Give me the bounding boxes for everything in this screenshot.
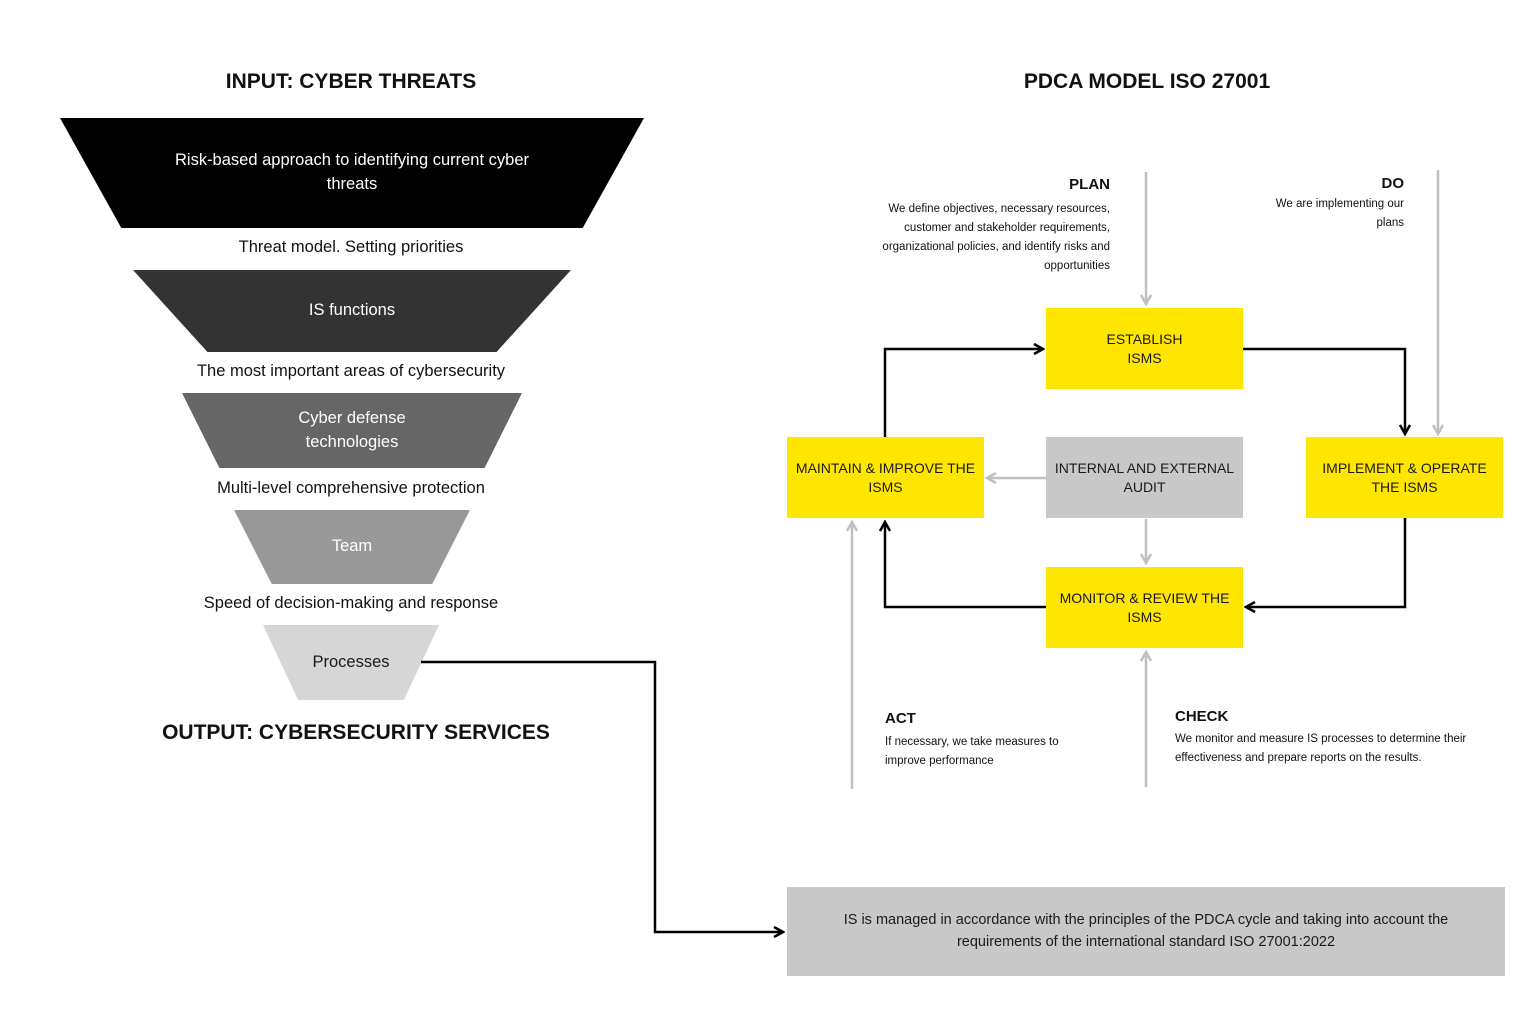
monitor-review-box: MONITOR & REVIEW THE ISMS	[1046, 567, 1243, 648]
plan-title: PLAN	[1069, 176, 1110, 193]
implement-to-monitor-arrow	[1246, 518, 1407, 607]
maintain-to-establish-arrow	[883, 349, 1043, 437]
funnel-between-text: Speed of decision-making and response	[203, 594, 499, 612]
internal-external-audit-box: INTERNAL AND EXTERNAL AUDIT	[1046, 437, 1243, 518]
funnel-between-text: Multi-level comprehensive protection	[217, 479, 485, 497]
audit-label: INTERNAL AND EXTERNAL AUDIT	[1054, 459, 1235, 495]
funnel-level-label: Risk-based approach to identifying curre…	[174, 151, 530, 193]
funnel-level-label: Team	[331, 537, 373, 556]
check-description: We monitor and measure IS processes to d…	[1175, 733, 1467, 764]
establish-isms-label: ESTABLISH ISMS	[1106, 330, 1183, 366]
implement-operate-box: IMPLEMENT & OPERATE THE ISMS	[1306, 437, 1503, 518]
funnel-between-text: Threat model. Setting priorities	[238, 238, 464, 256]
funnel-input-title: INPUT: CYBER THREATS	[225, 70, 477, 93]
plan-description: We define objectives, necessary resource…	[882, 203, 1110, 272]
funnel-between-text: The most important areas of cybersecurit…	[196, 362, 506, 380]
do-title: DO	[1381, 175, 1405, 192]
funnel-level-is-functions: IS functions	[133, 270, 571, 352]
establish-isms-box: ESTABLISH ISMS	[1046, 308, 1243, 389]
pdca-title: PDCA MODEL ISO 27001	[1023, 70, 1271, 93]
funnel-level-label: Processes	[312, 652, 390, 671]
monitor-review-label: MONITOR & REVIEW THE ISMS	[1059, 589, 1230, 625]
implement-operate-label: IMPLEMENT & OPERATE THE ISMS	[1322, 459, 1487, 495]
processes-to-summary-arrow	[421, 660, 783, 932]
act-description: If necessary, we take measures to improv…	[885, 736, 1059, 767]
funnel-level-risk-based: Risk-based approach to identifying curre…	[60, 118, 644, 228]
funnel-level-team: Team	[234, 510, 470, 584]
monitor-to-maintain-arrow	[885, 522, 1046, 609]
funnel-level-processes: Processes	[263, 625, 439, 700]
act-title: ACT	[885, 710, 916, 727]
summary-text: IS is managed in accordance with the pri…	[843, 912, 1449, 950]
summary-box: IS is managed in accordance with the pri…	[787, 887, 1505, 976]
do-description: We are implementing our plans	[1275, 198, 1404, 229]
funnel-output-title: OUTPUT: CYBERSECURITY SERVICES	[162, 721, 550, 744]
maintain-improve-label: MAINTAIN & IMPROVE THE ISMS	[795, 459, 976, 495]
funnel-level-label: Cyber defense technologies	[298, 408, 406, 451]
check-title: CHECK	[1175, 708, 1229, 725]
establish-to-implement-arrow	[1243, 347, 1405, 434]
funnel-level-label: IS functions	[308, 301, 396, 320]
maintain-improve-box: MAINTAIN & IMPROVE THE ISMS	[787, 437, 984, 518]
funnel-level-cyber-defense: Cyber defense technologies	[182, 393, 522, 468]
